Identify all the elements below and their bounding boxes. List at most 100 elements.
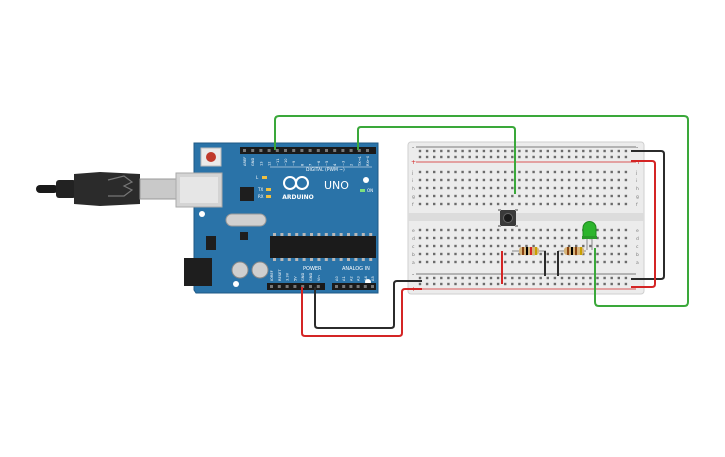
breadboard-hole[interactable] — [532, 202, 535, 206]
rail-hole[interactable] — [617, 155, 620, 159]
breadboard-hole[interactable] — [461, 260, 464, 264]
breadboard-hole[interactable] — [560, 202, 564, 206]
rail-hole[interactable] — [468, 149, 471, 153]
breadboard-hole[interactable] — [418, 194, 422, 198]
rail-hole[interactable] — [447, 282, 450, 286]
breadboard-hole[interactable] — [575, 178, 578, 182]
breadboard-hole[interactable] — [454, 170, 457, 174]
breadboard-hole[interactable] — [496, 228, 500, 232]
breadboard-hole[interactable] — [532, 260, 535, 264]
breadboard-hole[interactable] — [461, 186, 464, 190]
breadboard-hole[interactable] — [454, 252, 457, 256]
breadboard-hole[interactable] — [525, 194, 528, 198]
rail-hole[interactable] — [511, 282, 514, 286]
breadboard-hole[interactable] — [511, 170, 514, 174]
breadboard-hole[interactable] — [596, 178, 599, 182]
breadboard-hole[interactable] — [504, 170, 507, 174]
breadboard-hole[interactable] — [567, 202, 571, 206]
rail-hole[interactable] — [610, 282, 613, 286]
breadboard-hole[interactable] — [496, 236, 500, 240]
breadboard-hole[interactable] — [603, 236, 606, 240]
header-hole[interactable] — [300, 149, 304, 152]
breadboard-hole[interactable] — [496, 260, 500, 264]
breadboard-hole[interactable] — [454, 260, 457, 264]
breadboard-hole[interactable] — [433, 194, 436, 198]
breadboard-hole[interactable] — [454, 194, 457, 198]
pushbutton-icon[interactable] — [498, 209, 518, 227]
breadboard-hole[interactable] — [440, 178, 443, 182]
breadboard-hole[interactable] — [489, 170, 493, 174]
breadboard-hole[interactable] — [447, 236, 450, 240]
rail-hole[interactable] — [567, 276, 571, 280]
breadboard-hole[interactable] — [603, 228, 606, 232]
rail-hole[interactable] — [504, 155, 507, 159]
breadboard-hole[interactable] — [418, 228, 422, 232]
breadboard-hole[interactable] — [518, 252, 521, 256]
rail-hole[interactable] — [454, 149, 457, 153]
breadboard-hole[interactable] — [610, 202, 613, 206]
rail-hole[interactable] — [567, 282, 571, 286]
rail-hole[interactable] — [440, 155, 443, 159]
header-hole[interactable] — [293, 285, 297, 288]
breadboard-hole[interactable] — [489, 228, 493, 232]
breadboard-hole[interactable] — [532, 244, 535, 248]
breadboard-hole[interactable] — [468, 202, 471, 206]
breadboard-hole[interactable] — [560, 186, 564, 190]
breadboard-hole[interactable] — [504, 260, 507, 264]
breadboard-hole[interactable] — [511, 236, 514, 240]
breadboard-hole[interactable] — [461, 178, 464, 182]
header-hole[interactable] — [356, 285, 360, 288]
breadboard-hole[interactable] — [603, 260, 606, 264]
breadboard-hole[interactable] — [425, 244, 429, 248]
breadboard-hole[interactable] — [624, 194, 628, 198]
breadboard-hole[interactable] — [532, 228, 535, 232]
breadboard-hole[interactable] — [617, 260, 620, 264]
rail-hole[interactable] — [433, 282, 436, 286]
breadboard-hole[interactable] — [539, 244, 542, 248]
header-hole[interactable] — [243, 149, 246, 152]
breadboard-hole[interactable] — [546, 178, 549, 182]
rail-hole[interactable] — [468, 276, 471, 280]
breadboard-hole[interactable] — [553, 244, 557, 248]
breadboard-hole[interactable] — [433, 202, 436, 206]
breadboard-hole[interactable] — [518, 260, 521, 264]
breadboard-hole[interactable] — [511, 260, 514, 264]
breadboard-hole[interactable] — [475, 260, 478, 264]
breadboard-hole[interactable] — [603, 244, 606, 248]
breadboard-hole[interactable] — [433, 252, 436, 256]
breadboard-hole[interactable] — [440, 186, 443, 190]
rail-hole[interactable] — [575, 149, 578, 153]
breadboard-hole[interactable] — [567, 244, 571, 248]
rail-hole[interactable] — [518, 276, 521, 280]
breadboard-hole[interactable] — [418, 186, 422, 190]
rail-hole[interactable] — [596, 155, 599, 159]
breadboard-hole[interactable] — [610, 178, 613, 182]
digital-header[interactable] — [240, 147, 376, 154]
breadboard-hole[interactable] — [504, 194, 507, 198]
breadboard-hole[interactable] — [475, 252, 478, 256]
breadboard-hole[interactable] — [553, 178, 557, 182]
rail-hole[interactable] — [496, 276, 500, 280]
breadboard-hole[interactable] — [461, 170, 464, 174]
breadboard-hole[interactable] — [610, 244, 613, 248]
breadboard-hole[interactable] — [447, 186, 450, 190]
rail-hole[interactable] — [596, 282, 599, 286]
rail-hole[interactable] — [482, 276, 486, 280]
breadboard-hole[interactable] — [447, 244, 450, 248]
breadboard-hole[interactable] — [482, 178, 486, 182]
rail-hole[interactable] — [433, 276, 436, 280]
breadboard-hole[interactable] — [425, 260, 429, 264]
breadboard-hole[interactable] — [610, 228, 613, 232]
analog-header[interactable] — [332, 283, 376, 290]
breadboard-hole[interactable] — [454, 202, 457, 206]
rail-hole[interactable] — [582, 282, 585, 286]
header-hole[interactable] — [325, 149, 328, 152]
breadboard-hole[interactable] — [454, 178, 457, 182]
breadboard-hole[interactable] — [518, 228, 521, 232]
breadboard-hole[interactable] — [560, 170, 564, 174]
rail-hole[interactable] — [603, 155, 606, 159]
breadboard-hole[interactable] — [575, 170, 578, 174]
breadboard-hole[interactable] — [433, 178, 436, 182]
breadboard-hole[interactable] — [567, 186, 571, 190]
breadboard-hole[interactable] — [560, 244, 564, 248]
